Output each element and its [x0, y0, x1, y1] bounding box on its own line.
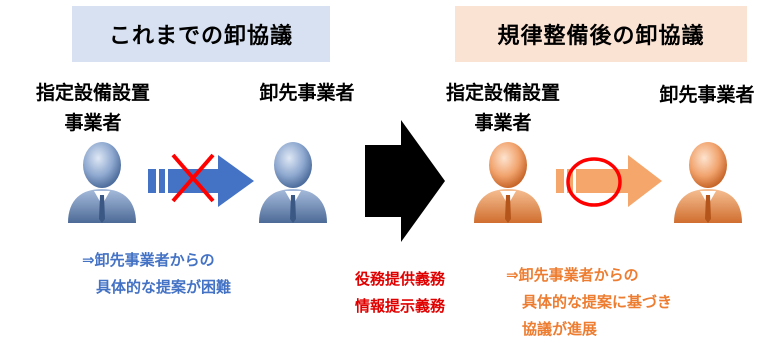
- before-header-title: これまでの卸協議: [108, 24, 293, 49]
- note-after: ⇒卸先事業者からの 具体的な提案に基づき 協議が進展: [506, 262, 772, 343]
- role-line: 指定設備設置: [445, 82, 560, 104]
- role-line: 事業者: [64, 112, 122, 134]
- role-designated-operator-after: 指定設備設置 事業者: [428, 78, 578, 138]
- note-line: ⇒卸先事業者からの: [506, 266, 639, 284]
- x-mark-icon: [171, 153, 215, 203]
- person-icon: [674, 142, 742, 223]
- person-icon: [474, 142, 542, 223]
- role-wholesale-buyer-before: 卸先事業者: [242, 78, 372, 108]
- role-line: 事業者: [474, 112, 532, 134]
- note-line: 役務提供義務: [354, 270, 445, 288]
- note-line: 具体的な提案が困難: [96, 278, 232, 296]
- role-line: 指定設備設置: [35, 82, 150, 104]
- role-line: 卸先事業者: [659, 84, 755, 106]
- role-line: 卸先事業者: [259, 82, 355, 104]
- note-line: 具体的な提案に基づき: [522, 293, 673, 311]
- note-line: ⇒卸先事業者からの: [82, 251, 215, 269]
- person-icon: [68, 142, 136, 223]
- note-line: 情報提示義務: [354, 297, 445, 315]
- arrow-right-icon: [148, 155, 254, 207]
- after-header-title: 規律整備後の卸協議: [497, 24, 705, 49]
- before-header: これまでの卸協議: [72, 6, 330, 62]
- note-obligations: 役務提供義務 情報提示義務: [325, 266, 475, 320]
- note-before: ⇒卸先事業者からの 具体的な提案が困難: [82, 247, 322, 301]
- note-line: 協議が進展: [522, 320, 598, 338]
- role-wholesale-buyer-after: 卸先事業者: [640, 80, 774, 110]
- after-header: 規律整備後の卸協議: [455, 6, 747, 62]
- arrow-right-icon: [365, 120, 445, 242]
- role-designated-operator-before: 指定設備設置 事業者: [18, 78, 168, 138]
- person-icon: [259, 142, 327, 223]
- circle-icon: [566, 157, 622, 207]
